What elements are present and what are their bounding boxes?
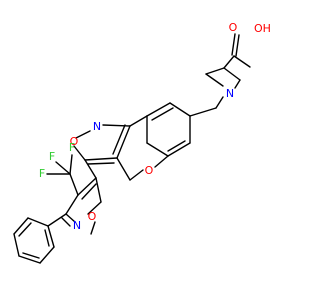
- structure-canvas: O OH N O N O O N F F F: [13, 21, 271, 264]
- chromene-benzene-ring: [146, 102, 191, 157]
- fluorine-label-3: F: [69, 141, 75, 154]
- isoxazole-ring-2: [61, 159, 102, 235]
- carboxylic-acid-group: [223, 33, 251, 69]
- methylene-linker: [189, 96, 224, 117]
- phenyl-ring: [13, 213, 67, 264]
- acid-oxygen-label: O: [229, 21, 238, 34]
- azetidine-nitrogen-label: N: [226, 87, 234, 100]
- pyran-ring: [116, 115, 169, 181]
- fluorine-label-2: F: [49, 150, 55, 163]
- isoxazole1-oxygen-label: O: [70, 135, 79, 148]
- isoxazole2-nitrogen-label: N: [73, 219, 81, 232]
- pyran-oxygen-label: O: [145, 164, 154, 177]
- fused-isoxazole-ring: [73, 124, 131, 165]
- azetidine-ring: [205, 67, 241, 89]
- trifluoromethyl-group: [46, 154, 79, 196]
- fluorine-label-1: F: [39, 167, 45, 180]
- isoxazole2-oxygen-label: O: [88, 210, 97, 223]
- isoxazole1-nitrogen-label: N: [93, 120, 101, 133]
- molecule-structure: O OH N O N O O N F F F: [13, 21, 271, 264]
- acid-hydroxyl-label: OH: [254, 22, 271, 35]
